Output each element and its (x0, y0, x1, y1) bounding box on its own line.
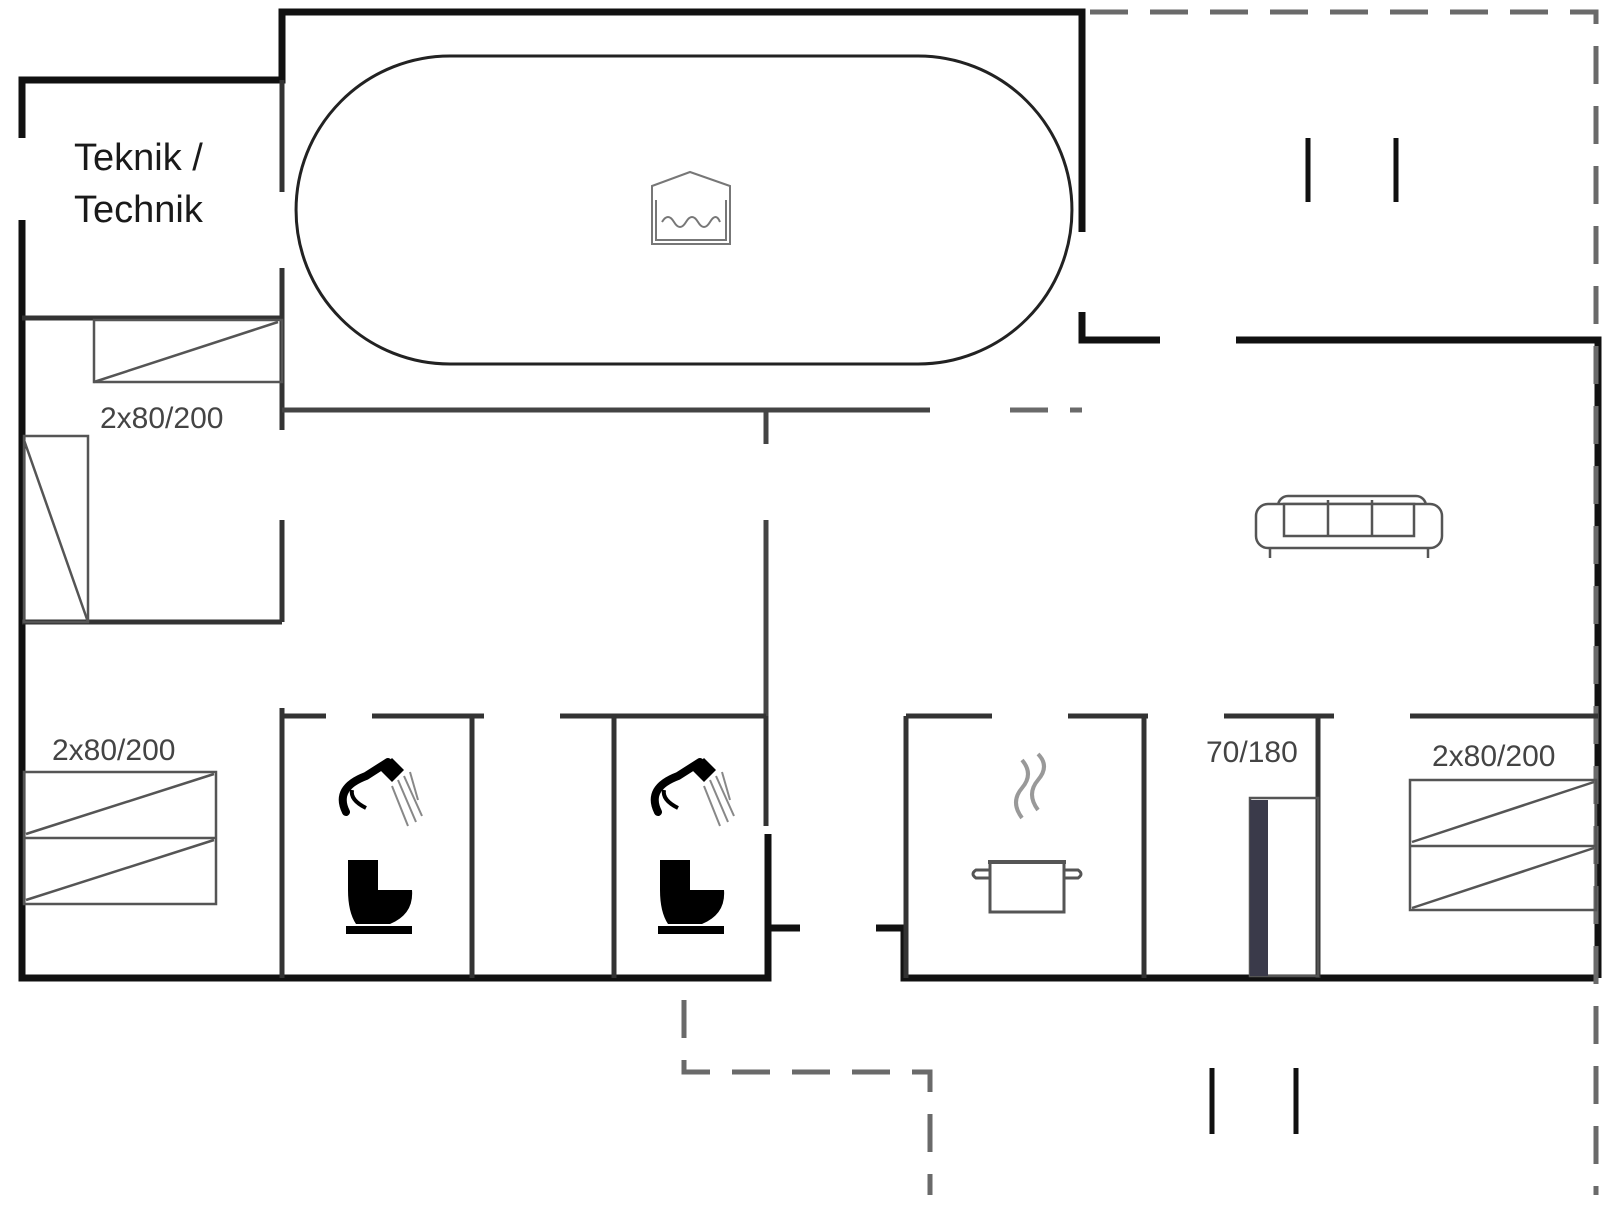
bed-left-vertical (22, 434, 90, 624)
technik-label-line2: Technik (74, 189, 204, 231)
bed-size-label-bottom-left: 2x80/200 (52, 734, 175, 767)
spa-pool-icon (651, 170, 731, 245)
bed-small-room (1248, 796, 1320, 978)
kitchen-pot-icon (971, 752, 1083, 914)
toilet-icon (346, 860, 413, 934)
technik-label-line1: Teknik / (74, 137, 203, 179)
bed-bottom-left (22, 770, 218, 906)
bed-size-label-small-room: 70/180 (1206, 736, 1298, 769)
bed-top-left (92, 318, 284, 384)
toilet-icon (658, 860, 725, 934)
sofa-icon (1254, 494, 1444, 558)
bed-right (1408, 778, 1598, 912)
shower-icon (338, 758, 423, 827)
shower-icon (650, 758, 735, 827)
bed-size-label-top-left: 2x80/200 (100, 402, 223, 435)
terrace-markers (1209, 138, 1399, 1134)
spa-pool (294, 54, 1074, 366)
bed-size-label-right: 2x80/200 (1432, 740, 1555, 773)
technik-label: Teknik / Technik (74, 137, 204, 231)
